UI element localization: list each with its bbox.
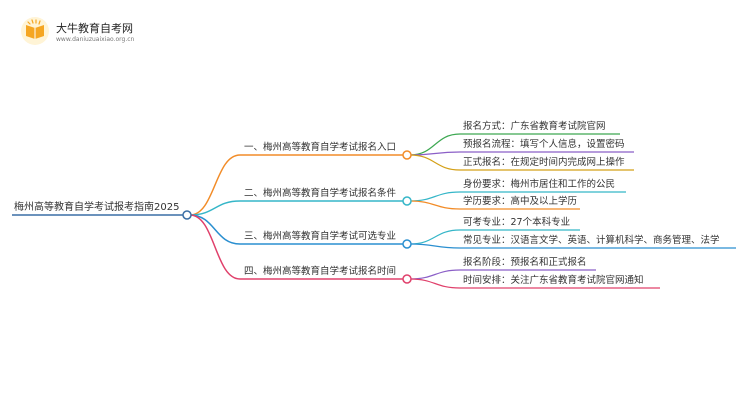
connector-branch-2-leaf-2 (409, 200, 461, 210)
branch-node-2[interactable]: 二、梅州高等教育自学考试报名条件 (244, 188, 397, 199)
leaf-node-3-1[interactable]: 可考专业：27个本科专业 (463, 217, 571, 228)
leaf-node-2-1[interactable]: 身份要求：梅州市居住和工作的公民 (463, 179, 616, 190)
connector-branch-1-leaf-3 (409, 154, 461, 171)
connector-root-branch-3 (189, 214, 241, 245)
leaf-node-2-2[interactable]: 学历要求：高中及以上学历 (463, 196, 578, 207)
connector-branch-4-leaf-1 (409, 269, 461, 280)
branch-node-3[interactable]: 三、梅州高等教育自学考试可选专业 (244, 231, 397, 242)
leaf-node-3-2[interactable]: 常见专业：汉语言文学、英语、计算机科学、商务管理、法学 (463, 235, 720, 246)
branch-3-junction-circle[interactable] (402, 239, 412, 249)
connector-branch-3-leaf-2 (409, 243, 461, 249)
root-junction-circle[interactable] (182, 210, 192, 220)
branch-2-junction-circle[interactable] (402, 196, 412, 206)
connector-branch-1-leaf-2 (409, 151, 461, 156)
leaf-node-4-2[interactable]: 时间安排：关注广东省教育考试院官网通知 (463, 275, 644, 286)
logo-url: www.daniuzuaixiao.org.cn (56, 36, 135, 43)
site-logo[interactable]: 大牛教育自考网 www.daniuzuaixiao.org.cn (20, 14, 260, 50)
leaf-node-1-3[interactable]: 正式报名：在规定时间内完成网上操作 (463, 157, 625, 168)
root-node[interactable]: 梅州高等教育自学考试报考指南2025 (14, 202, 180, 213)
branch-1-junction-circle[interactable] (402, 150, 412, 160)
leaf-node-1-2[interactable]: 预报名流程：填写个人信息，设置密码 (463, 139, 625, 150)
branch-4-junction-circle[interactable] (402, 274, 412, 284)
connector-branch-4-leaf-2 (409, 278, 461, 289)
connector-root-branch-1 (189, 154, 241, 216)
branch-node-1[interactable]: 一、梅州高等教育自学考试报名入口 (244, 142, 397, 153)
connector-branch-2-leaf-1 (409, 191, 461, 202)
leaf-node-4-1[interactable]: 报名阶段：预报名和正式报名 (463, 257, 587, 268)
connector-branch-3-leaf-1 (409, 229, 461, 245)
branch-node-4[interactable]: 四、梅州高等教育自学考试报名时间 (244, 266, 397, 277)
logo-title: 大牛教育自考网 (56, 22, 133, 35)
leaf-node-1-1[interactable]: 报名方式：广东省教育考试院官网 (463, 121, 606, 132)
connector-root-branch-4 (189, 214, 241, 280)
connector-root-branch-2 (189, 200, 241, 216)
book-logo-icon (21, 17, 49, 45)
